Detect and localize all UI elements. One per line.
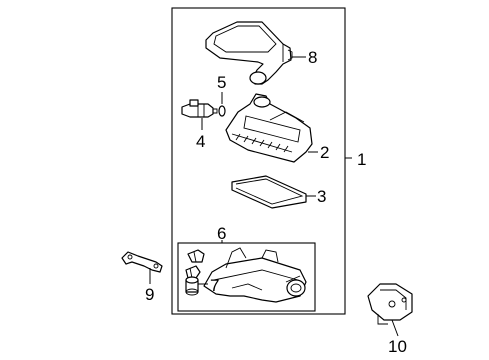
housing-clips-part <box>185 249 205 279</box>
upper-housing-part <box>225 93 313 163</box>
callout-7: 7 <box>210 276 219 295</box>
intake-duct-part <box>205 21 293 85</box>
lower-housing-group-frame <box>177 242 316 312</box>
support-bracket-part <box>121 251 163 273</box>
callout-5: 5 <box>217 73 226 92</box>
airflow-sensor-part <box>181 99 218 118</box>
mount-bracket-part <box>367 283 413 325</box>
o-ring-part <box>218 105 226 117</box>
callout-9: 9 <box>145 285 154 304</box>
callout-6: 6 <box>217 224 226 243</box>
callout-10: 10 <box>388 337 407 356</box>
callout-4: 4 <box>196 132 205 151</box>
assembly-boundary-frame <box>171 7 346 315</box>
grommet-part <box>185 276 199 296</box>
lower-housing-part <box>203 247 307 303</box>
filter-element-part <box>231 175 307 209</box>
leader-lines <box>149 56 399 337</box>
callout-2: 2 <box>320 143 329 162</box>
callout-8: 8 <box>308 48 317 67</box>
callout-3: 3 <box>317 187 326 206</box>
callout-1: 1 <box>357 150 366 169</box>
